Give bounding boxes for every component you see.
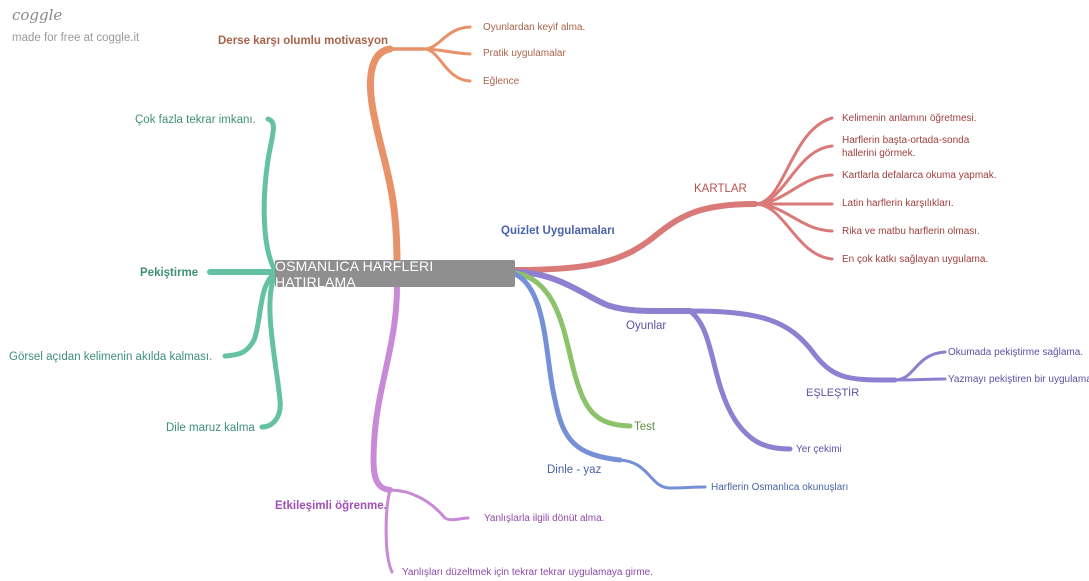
node-eslestir-item[interactable]: Okumada pekiştirme sağlama. bbox=[948, 347, 1084, 358]
node-test[interactable]: Test bbox=[634, 421, 656, 433]
branch-etkilesimli bbox=[370, 284, 470, 574]
node-kartlar-item[interactable]: En çok katkı sağlayan uygulama. bbox=[842, 254, 989, 265]
branch-kartlar bbox=[512, 116, 834, 273]
node-motivasyon-item[interactable]: Pratik uygulamalar bbox=[483, 48, 566, 59]
node-yer-cekimi[interactable]: Yer çekimi bbox=[796, 444, 842, 455]
node-motivasyon-item[interactable]: Oyunlardan keyif alma. bbox=[483, 22, 586, 33]
node-etkilesimli-item[interactable]: Yanlışlarla ilgili dönüt alma. bbox=[484, 513, 605, 524]
node-motivasyon-item[interactable]: Eğlence bbox=[483, 76, 520, 87]
node-motivasyon[interactable]: Derse karşı olumlu motivasyon bbox=[218, 35, 389, 47]
branch-motivasyon bbox=[366, 25, 472, 266]
branch-oyunlar bbox=[512, 269, 947, 452]
node-dinle[interactable]: Dinle - yaz bbox=[547, 464, 602, 476]
node-kartlar-item[interactable]: Kelimenin anlamını öğretmesi. bbox=[842, 113, 977, 124]
node-eslestir[interactable]: EŞLEŞTİR bbox=[806, 387, 860, 399]
node-etkilesimli-item[interactable]: Yanlışları düzeltmek için tekrar tekrar … bbox=[402, 567, 654, 578]
node-pekistirme-item[interactable]: Dile maruz kalma bbox=[166, 422, 255, 434]
node-kartlar-item[interactable]: Rika ve matbu harflerin olması. bbox=[842, 226, 980, 237]
coggle-logo: coggle bbox=[12, 6, 63, 24]
node-etkilesimli[interactable]: Etkileşimli öğrenme. bbox=[275, 500, 387, 512]
node-kartlar-item[interactable]: hallerini görmek. bbox=[842, 148, 916, 159]
node-eslestir-item[interactable]: Yazmayı pekiştiren bir uygulama. bbox=[948, 374, 1089, 385]
node-pekistirme[interactable]: Pekiştirme bbox=[140, 267, 199, 279]
node-quizlet[interactable]: Quizlet Uygulamaları bbox=[501, 225, 615, 237]
branch-dinle bbox=[512, 271, 707, 490]
node-kartlar-item[interactable]: Harflerin başta-ortada-sonda bbox=[842, 135, 970, 146]
coggle-brand: coggle made for free at coggle.it bbox=[12, 6, 139, 44]
central-node[interactable]: OSMANLICA HARFLERİ HATIRLAMA bbox=[275, 258, 515, 290]
node-kartlar-item[interactable]: Latin harflerin karşılıkları. bbox=[842, 198, 954, 209]
node-oyunlar[interactable]: Oyunlar bbox=[626, 320, 667, 332]
node-pekistirme-item[interactable]: Görsel açıdan kelimenin akılda kalması. bbox=[9, 351, 213, 363]
node-pekistirme-item[interactable]: Çok fazla tekrar imkanı. bbox=[135, 114, 256, 126]
branch-test bbox=[512, 270, 633, 429]
branch-pekistirme bbox=[207, 116, 283, 430]
node-kartlar[interactable]: KARTLAR bbox=[694, 183, 747, 195]
node-kartlar-item[interactable]: Kartlarla defalarca okuma yapmak. bbox=[842, 170, 997, 181]
coggle-tagline: made for free at coggle.it bbox=[12, 32, 140, 44]
node-dinle-item[interactable]: Harflerin Osmanlıca okunuşları bbox=[711, 482, 849, 493]
